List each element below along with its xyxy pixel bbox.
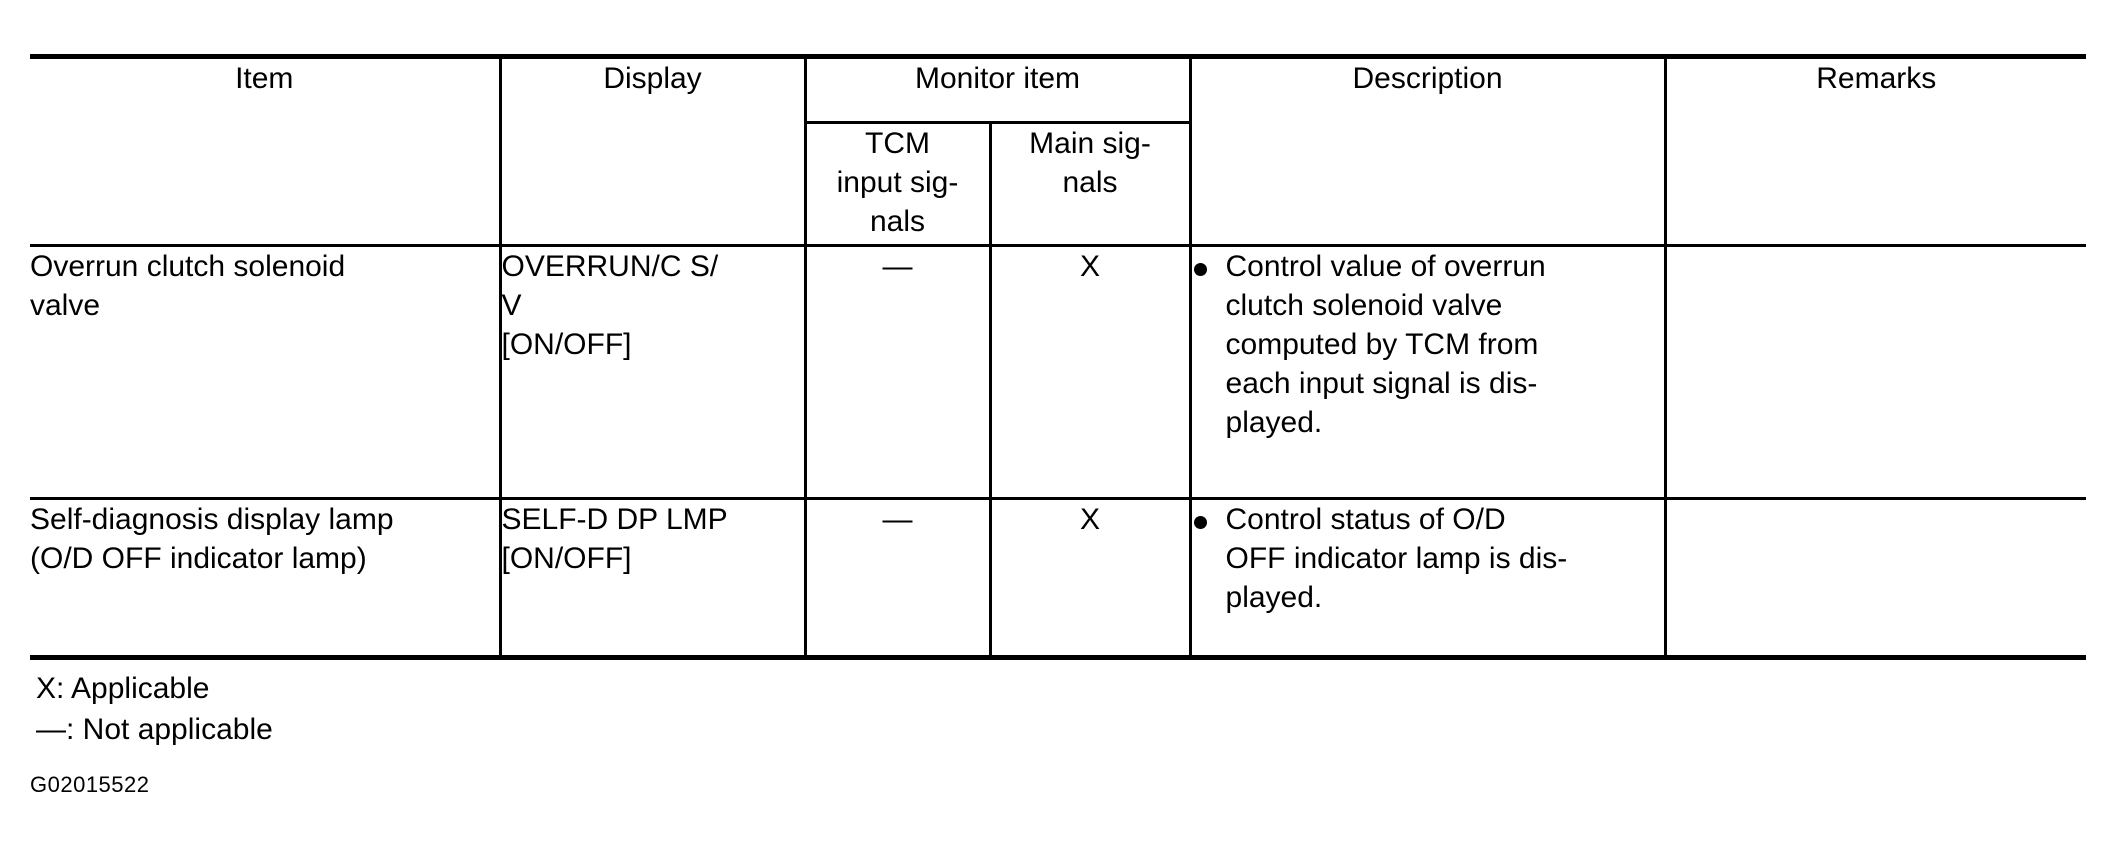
monitor-item-table: Item Display Monitor item Description Re… bbox=[30, 54, 2087, 660]
row-description-text: Control status of O/D OFF indicator lamp… bbox=[1225, 503, 1568, 614]
row-main-mark: X bbox=[1080, 503, 1101, 536]
description-bullet-item: Control value of overrun clutch solenoid… bbox=[1192, 247, 1664, 442]
header-main-signals: Main sig- nals bbox=[988, 122, 1191, 246]
legend-applicable: X: Applicable bbox=[36, 672, 210, 705]
row-remarks bbox=[1663, 244, 2087, 499]
row-tcm-input-signals: — bbox=[803, 244, 990, 499]
row-item-text: Overrun clutch solenoid valve bbox=[30, 250, 346, 322]
row-item: Self-diagnosis display lamp (O/D OFF ind… bbox=[30, 497, 500, 660]
header-item: Item bbox=[30, 54, 500, 246]
table-header-row-top: Item Display Monitor item Description Re… bbox=[30, 54, 2087, 246]
row-tcm-mark: — bbox=[882, 250, 913, 283]
header-display: Display bbox=[498, 54, 805, 246]
table-legend: X: Applicable —: Not applicable bbox=[36, 668, 273, 751]
row-tcm-input-signals: — bbox=[803, 497, 990, 660]
row-tcm-mark: — bbox=[882, 503, 913, 536]
description-bullet-item: Control status of O/D OFF indicator lamp… bbox=[1192, 500, 1664, 617]
row-remarks bbox=[1663, 497, 2087, 660]
bullet-dot-icon bbox=[1193, 262, 1207, 276]
figure-code: G02015522 bbox=[30, 772, 150, 797]
legend-not-applicable: —: Not applicable bbox=[36, 713, 273, 747]
row-display: SELF-D DP LMP [ON/OFF] bbox=[498, 497, 805, 660]
row-display-text: SELF-D DP LMP [ON/OFF] bbox=[501, 503, 728, 575]
table-row: Overrun clutch solenoid valve OVERRUN/C … bbox=[30, 244, 2087, 499]
row-description: Control value of overrun clutch solenoid… bbox=[1188, 244, 1666, 499]
header-main-signals-text: Main sig- nals bbox=[1029, 127, 1151, 199]
header-tcm-input-signals-text: TCM input sig- nals bbox=[836, 127, 959, 238]
row-display-text: OVERRUN/C S/ V [ON/OFF] bbox=[501, 250, 719, 361]
table-row: Self-diagnosis display lamp (O/D OFF ind… bbox=[30, 497, 2087, 660]
row-main-mark: X bbox=[1080, 250, 1101, 283]
header-remarks: Remarks bbox=[1663, 54, 2087, 246]
row-main-signals: X bbox=[988, 497, 1191, 660]
row-main-signals: X bbox=[988, 244, 1191, 499]
row-display: OVERRUN/C S/ V [ON/OFF] bbox=[498, 244, 805, 499]
bullet-dot-icon bbox=[1193, 515, 1207, 529]
header-tcm-input-signals: TCM input sig- nals bbox=[803, 122, 990, 246]
row-item-text: Self-diagnosis display lamp (O/D OFF ind… bbox=[30, 503, 394, 575]
table-header-row-sub: TCM input sig- nals Main sig- nals bbox=[30, 122, 2086, 246]
row-description-text: Control value of overrun clutch solenoid… bbox=[1225, 250, 1546, 439]
row-item: Overrun clutch solenoid valve bbox=[30, 244, 500, 499]
header-monitor-item: Monitor item bbox=[803, 54, 1191, 124]
row-description: Control status of O/D OFF indicator lamp… bbox=[1188, 497, 1666, 660]
header-description: Description bbox=[1188, 54, 1666, 246]
